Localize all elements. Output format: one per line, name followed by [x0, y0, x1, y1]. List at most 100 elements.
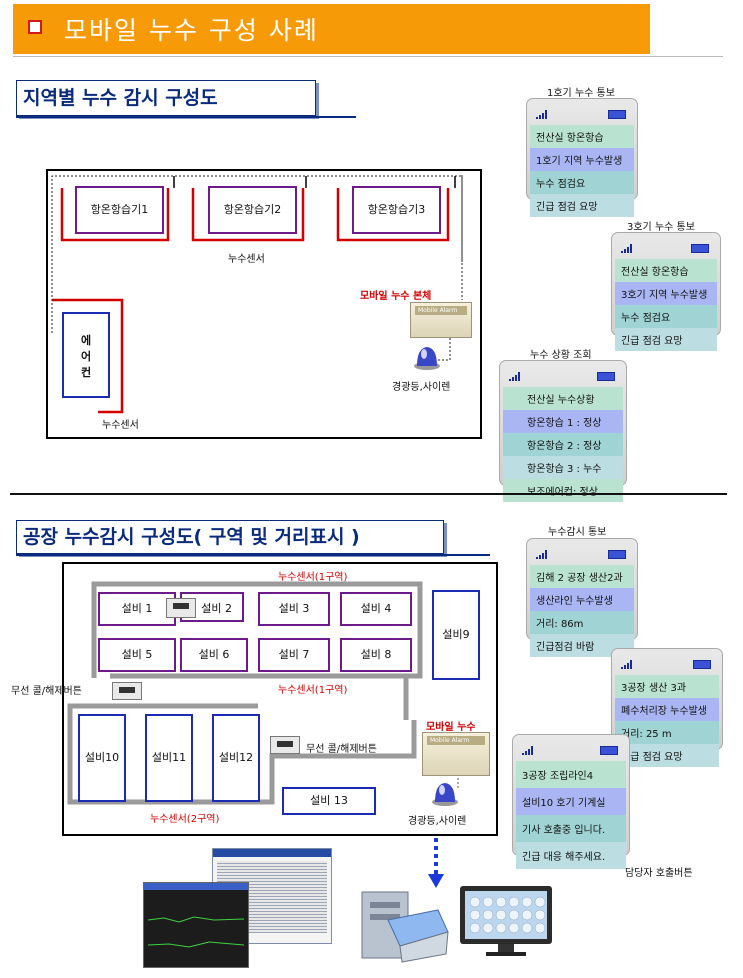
- room-hvac-3: 항온항습기3: [352, 186, 441, 234]
- phone-status-query: 전산실 누수상황 항온항습 1 : 정상 항온항습 2 : 정상 항온항습 3 …: [499, 360, 627, 502]
- phone-caption: 1호기 누수 통보: [547, 88, 615, 99]
- phone-notification: 3공장 생산 3과 폐수처리장 누수발생 거리: 25 m 긴급 점검 요망: [611, 648, 723, 767]
- dotted-arrow-icon: [428, 838, 444, 888]
- phone-line: 거리: 25 m: [615, 721, 719, 744]
- sensor-zone1-mid: 누수센서(1구역): [278, 685, 348, 696]
- sensor-zone2: 누수센서(2구역): [150, 814, 220, 825]
- leak-sensor-line: [191, 188, 305, 242]
- section1-title: 지역별 누수 감시 구성도: [16, 80, 316, 116]
- wireless-mid-label: 무선 콜/해제버튼: [306, 744, 377, 755]
- aircon-char: 어: [80, 350, 92, 363]
- phone-line: 생산라인 누수발생: [530, 588, 634, 611]
- phone-line: 긴급 점검 요망: [530, 194, 634, 217]
- room-hvac-2: 항온항습기2: [208, 186, 297, 234]
- sensor-label-bottom: 누수센서: [102, 420, 139, 431]
- equip-10: 설비10: [78, 714, 126, 802]
- wireless-call-button[interactable]: [112, 682, 142, 700]
- equip-7: 설비 7: [258, 638, 330, 672]
- phone-line: 전산실 항온항습: [530, 125, 634, 148]
- phone-caption: 누수 상황 조회: [530, 350, 592, 361]
- page-title: 모바일 누수 구성 사례: [64, 16, 319, 45]
- phone-line: 기사 호출중 입니다.: [516, 815, 626, 842]
- phone-line: 1호기 지역 누수발생: [530, 148, 634, 171]
- phone-line: 3호기 지역 누수발생: [615, 282, 717, 305]
- phone-notification: 전산실 항온항습 1호기 지역 누수발생 누수 점검요 긴급 점검 요망: [526, 98, 638, 217]
- phone-line: 설비10 호기 기계실: [516, 788, 626, 815]
- phone-line: 항온항습 1 : 정상: [503, 410, 623, 433]
- trend-graph-screenshot: [143, 882, 249, 968]
- header-divider: [13, 56, 723, 57]
- leak-sensor-line: [336, 188, 450, 242]
- mobile-unit-label: 모바일 누수 본체: [360, 291, 432, 302]
- wireless-call-button[interactable]: [270, 736, 300, 754]
- header-bar: [13, 4, 650, 54]
- room-hvac-1: 항온항습기1: [75, 186, 164, 234]
- section1-underline: [16, 116, 356, 118]
- equip-12: 설비12: [212, 714, 260, 802]
- signal-icon: [536, 550, 547, 559]
- equip-5: 설비 5: [98, 638, 176, 672]
- caller-button-label: 담당자 호출버튼: [625, 868, 693, 879]
- sensor-zone1-top: 누수센서(1구역): [278, 572, 348, 583]
- leak-sensor-line: [60, 188, 170, 242]
- signal-icon: [621, 660, 632, 669]
- wireless-call-button[interactable]: [166, 598, 196, 618]
- phone-line: 3공장 조립라인4: [516, 761, 626, 788]
- aircon-char: 컨: [80, 366, 92, 379]
- equip-11: 설비11: [145, 714, 193, 802]
- equip-8: 설비 8: [340, 638, 412, 672]
- phone-status-bar: [503, 365, 623, 387]
- phone-notification: 3공장 조립라인4 설비10 호기 기계실 기사 호출중 입니다. 긴급 대응 …: [512, 734, 630, 869]
- phone-status-bar: [615, 653, 719, 675]
- mobile-alarm-unit: Mobile Alarm: [410, 302, 472, 338]
- zone2-sensor-line: [67, 703, 417, 805]
- phone-notification: 전산실 항온항습 3호기 지역 누수발생 누수 점검요 긴급 점검 요망: [611, 232, 721, 351]
- device-badge: Mobile Alarm: [415, 306, 467, 315]
- wireless-left-label: 무선 콜/해제버튼: [11, 686, 82, 697]
- phone-line: 전산실 누수상황: [503, 387, 623, 410]
- aircon-char: 에: [80, 334, 92, 347]
- mobile-unit-label: 모바일 누수: [426, 722, 476, 733]
- header-square-icon: [28, 20, 42, 34]
- section-divider: [10, 493, 727, 495]
- equip-4: 설비 4: [340, 592, 412, 626]
- leak-sensor-line: [52, 298, 124, 414]
- siren-label: 경광등,사이렌: [392, 382, 451, 393]
- section2-underline: [16, 554, 490, 556]
- phone-line: 긴급 점검 요망: [615, 328, 717, 351]
- phone-status-bar: [516, 739, 626, 761]
- battery-icon: [608, 110, 626, 119]
- phone-caption: 3호기 누수 통보: [627, 222, 695, 233]
- phone-line: 누수 점검요: [615, 305, 717, 328]
- zone1-sensor-line: [91, 581, 423, 679]
- phone-line: 긴급 점검 요망: [615, 744, 719, 767]
- equip-6: 설비 6: [180, 638, 248, 672]
- battery-icon: [691, 244, 709, 253]
- phone-caption: 누수감시 통보: [548, 527, 607, 538]
- signal-icon: [536, 110, 547, 119]
- signal-icon: [509, 372, 520, 381]
- phone-notification: 김해 2 공장 생산2과 생산라인 누수발생 거리: 86m 긴급점검 바람: [526, 538, 638, 657]
- phone-line: 긴급 대응 해주세요.: [516, 842, 626, 869]
- mobile-alarm-unit: Mobile Alarm: [422, 732, 490, 776]
- monitor-icon: [460, 886, 552, 956]
- phone-status-bar: [530, 543, 634, 565]
- battery-icon: [600, 746, 618, 755]
- phone-line: 3공장 생산 3과: [615, 675, 719, 698]
- signal-icon: [621, 244, 632, 253]
- trend-graph-icon: [147, 916, 245, 948]
- siren-icon: [414, 347, 440, 370]
- phone-status-bar: [530, 103, 634, 125]
- phone-line: 누수 점검요: [530, 171, 634, 194]
- server-pc-icon: [361, 891, 449, 963]
- phone-line: 김해 2 공장 생산2과: [530, 565, 634, 588]
- equip-1: 설비 1: [98, 592, 176, 626]
- device-badge: Mobile Alarm: [427, 736, 485, 745]
- phone-line: 보조에어컨: 정상: [503, 479, 623, 502]
- sensor-label-top: 누수센서: [228, 254, 265, 265]
- equip-13: 설비 13: [282, 787, 376, 815]
- signal-icon: [522, 746, 533, 755]
- signal-line: [438, 330, 451, 361]
